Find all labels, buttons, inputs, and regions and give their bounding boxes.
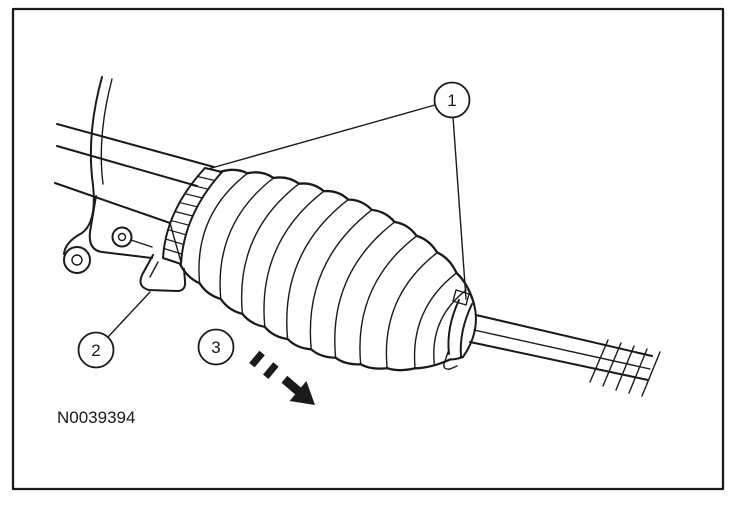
callout-3-label: 3 xyxy=(211,338,220,357)
callout-2-label: 2 xyxy=(91,341,100,360)
boot-clamp-clip xyxy=(139,254,187,292)
callout-1-leader-left xyxy=(207,104,436,170)
line-loop xyxy=(63,246,91,274)
figure-id: N0039394 xyxy=(57,408,135,427)
clamp-serrations xyxy=(163,175,216,255)
boot-clamp-left xyxy=(162,167,223,265)
callout-1-leader-right xyxy=(452,116,467,300)
boot-clamp-right xyxy=(443,289,473,370)
callout-1-label: 1 xyxy=(447,91,456,110)
rack-boot xyxy=(178,168,477,372)
mounting-bracket xyxy=(88,195,153,259)
hydraulic-line xyxy=(63,76,113,274)
callout-1-circle xyxy=(433,81,471,119)
direction-arrows-icon xyxy=(249,350,315,405)
callout-1: 1 xyxy=(207,81,471,300)
callout-2-leader xyxy=(107,291,151,338)
callout-3-circle xyxy=(197,328,235,366)
tie-rod xyxy=(469,314,661,397)
clamp-clip-top xyxy=(452,289,470,306)
fitting-bolt xyxy=(111,226,133,248)
callout-3: 3 xyxy=(197,328,235,366)
boot-ridges xyxy=(198,172,467,369)
steering-gear-housing xyxy=(54,76,215,274)
clamp-tab-bottom xyxy=(443,351,458,370)
callout-2: 2 xyxy=(77,291,151,369)
figure-border xyxy=(11,7,725,491)
callout-2-circle xyxy=(77,331,115,369)
break-hatching xyxy=(589,339,661,397)
